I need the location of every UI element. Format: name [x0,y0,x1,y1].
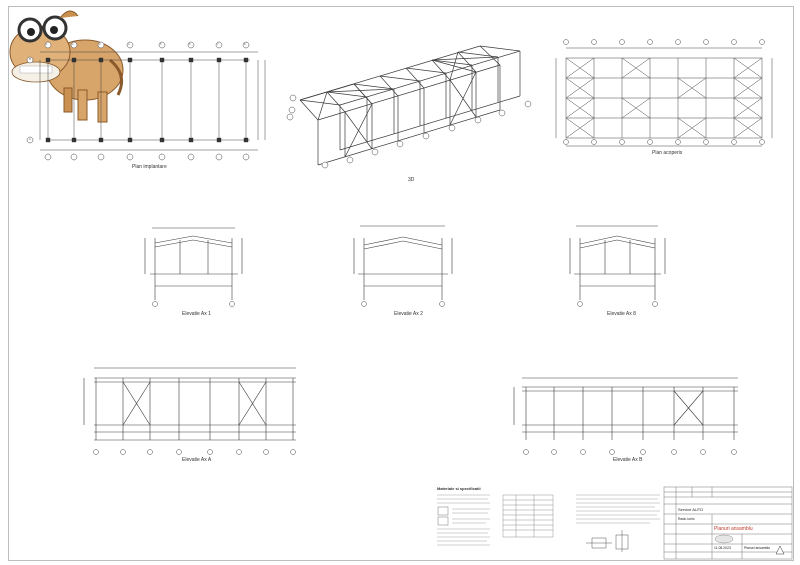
axis-label: 7 [217,43,219,46]
axis-label: 1 [46,43,48,46]
drawing-title: Elevatie Ax B [613,457,643,463]
axis-label: 4 [128,43,130,46]
drawing-title: Elevatie Ax 1 [182,311,211,317]
drawing-title: Elevatie Ax A [182,457,212,463]
axis-label: 2 [72,43,74,46]
drawing-sheet [8,6,794,561]
axis-label: 8 [244,43,246,46]
axis-label: 5 [160,43,162,46]
drawing-title: 3D [408,177,415,183]
axis-label: 3 [99,43,101,46]
sheet-name: Planuri ansamblu [744,546,771,550]
date: 11.08.2023 [714,546,731,550]
notes-title: Materiale si specificatii [437,486,481,491]
axis-label: 6 [189,43,191,46]
axis-label: A [29,138,31,141]
drawing-title: Plan implantare [132,164,167,170]
drawing-title: Elevatie Ax 2 [394,311,423,317]
drawing-title: Elevatie Ax 8 [607,311,636,317]
axis-label: B [29,58,31,61]
drawn-by: Radu Ionic [678,517,695,521]
drawing-title-red: Planuri ansamblu [714,526,753,532]
project-name: Service AUTO [678,507,704,512]
company-logo-icon [714,534,734,544]
north-arrow-icon [775,545,785,555]
drawing-title: Plan acoperis [652,150,683,156]
